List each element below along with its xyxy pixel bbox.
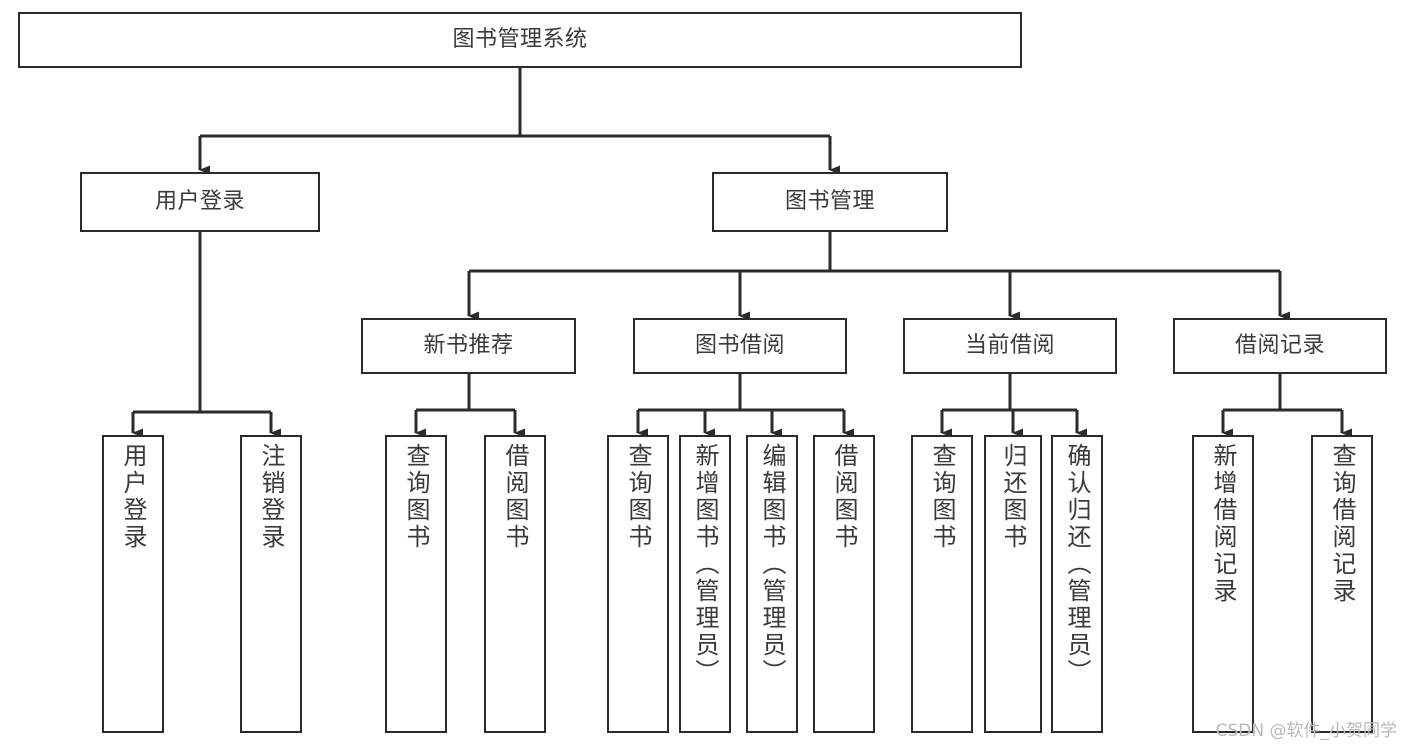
node-label-leaf_9: 归还图书: [999, 443, 1027, 551]
node-label-l3_2: 当前借阅: [964, 333, 1055, 359]
node-leaf_12[interactable]: 查询借阅记录: [1311, 435, 1373, 733]
node-label-l3_3: 借阅记录: [1234, 333, 1325, 359]
node-leaf_6[interactable]: 编辑图书（管理员）: [746, 435, 798, 733]
node-l3_0[interactable]: 新书推荐: [361, 318, 576, 374]
node-label-leaf_4: 查询图书: [624, 443, 652, 551]
node-l3_3[interactable]: 借阅记录: [1173, 318, 1387, 374]
node-label-l2_0: 用户登录: [154, 189, 245, 215]
node-label-l3_1: 图书借阅: [694, 333, 785, 359]
node-leaf_10[interactable]: 确认归还（管理员）: [1051, 435, 1103, 733]
node-label-leaf_12: 查询借阅记录: [1328, 443, 1356, 605]
node-l2_0[interactable]: 用户登录: [80, 172, 320, 232]
node-label-l3_0: 新书推荐: [423, 333, 514, 359]
node-label-leaf_8: 查询图书: [928, 443, 956, 551]
node-leaf_7[interactable]: 借阅图书: [813, 435, 875, 733]
node-l3_2[interactable]: 当前借阅: [903, 318, 1117, 374]
connector-lines: [131, 68, 1352, 438]
node-label-leaf_0: 用户登录: [119, 443, 147, 551]
node-leaf_0[interactable]: 用户登录: [102, 435, 164, 733]
node-label-leaf_6: 编辑图书（管理员）: [758, 443, 786, 686]
node-leaf_4[interactable]: 查询图书: [607, 435, 669, 733]
node-label-leaf_10: 确认归还（管理员）: [1063, 443, 1091, 686]
node-label-root: 图书管理系统: [452, 27, 588, 53]
node-label-leaf_11: 新增借阅记录: [1209, 443, 1237, 605]
node-leaf_8[interactable]: 查询图书: [911, 435, 973, 733]
node-leaf_5[interactable]: 新增图书（管理员）: [679, 435, 731, 733]
node-label-l2_1: 图书管理: [784, 189, 875, 215]
node-l3_1[interactable]: 图书借阅: [633, 318, 847, 374]
node-l2_1[interactable]: 图书管理: [712, 172, 948, 232]
node-label-leaf_1: 注销登录: [257, 443, 285, 551]
node-label-leaf_5: 新增图书（管理员）: [691, 443, 719, 686]
node-label-leaf_2: 查询图书: [402, 443, 430, 551]
node-leaf_11[interactable]: 新增借阅记录: [1192, 435, 1254, 733]
node-label-leaf_3: 借阅图书: [501, 443, 529, 551]
node-leaf_3[interactable]: 借阅图书: [484, 435, 546, 733]
node-leaf_1[interactable]: 注销登录: [240, 435, 302, 733]
watermark-label: CSDN @软件_小贺同学: [1215, 721, 1397, 741]
node-leaf_9[interactable]: 归还图书: [984, 435, 1042, 733]
node-root[interactable]: 图书管理系统: [18, 12, 1022, 68]
node-leaf_2[interactable]: 查询图书: [385, 435, 447, 733]
node-label-leaf_7: 借阅图书: [830, 443, 858, 551]
